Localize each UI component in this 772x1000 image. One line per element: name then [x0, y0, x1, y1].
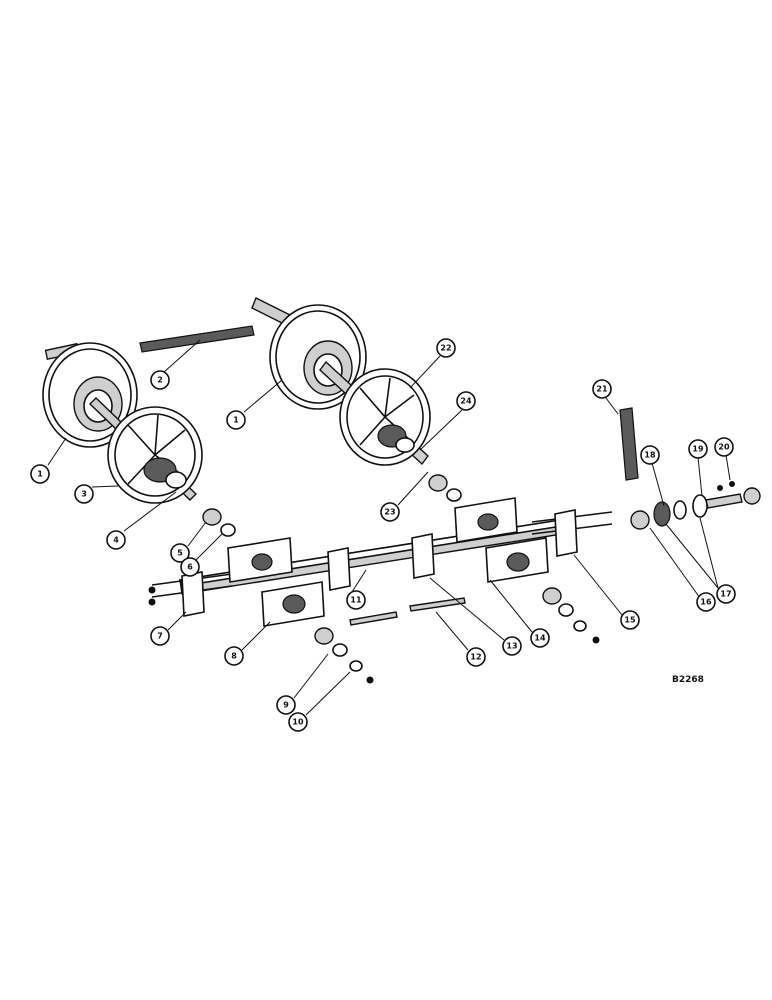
callout-10-label: 10 [292, 718, 304, 727]
callout-22: 22 [436, 338, 456, 358]
callout-8-label: 8 [231, 652, 237, 661]
callout-20: 20 [714, 437, 734, 457]
callout-3: 3 [74, 484, 94, 504]
callout-16-label: 16 [700, 598, 712, 607]
callout-19-label: 19 [692, 445, 704, 454]
callout-18-label: 18 [644, 451, 656, 460]
callout-20-label: 20 [718, 443, 730, 452]
callout-17: 17 [716, 584, 736, 604]
callout-21: 21 [592, 379, 612, 399]
callout-21-label: 21 [596, 385, 608, 394]
leader-lines [47, 339, 731, 716]
callout-11: 11 [346, 590, 366, 610]
callout-15-label: 15 [624, 616, 636, 625]
pin-part-12 [349, 597, 466, 626]
callout-23-label: 23 [384, 508, 395, 517]
washer-upper-right [446, 488, 462, 502]
lower-left-bushings [314, 627, 374, 684]
callout-4: 4 [106, 530, 126, 550]
callout-12: 12 [466, 647, 486, 667]
right-wheel-rim [339, 368, 431, 466]
callout-17-label: 17 [720, 590, 731, 599]
left-wheel-rim [107, 406, 203, 504]
callout-22-label: 22 [440, 344, 451, 353]
hub-assembly [630, 481, 761, 530]
callout-7: 7 [150, 626, 170, 646]
callout-3-label: 3 [81, 490, 87, 499]
callout-5: 5 [170, 543, 190, 563]
callout-9-label: 9 [283, 701, 289, 710]
bushing-part-5 [202, 508, 222, 526]
callout-12-label: 12 [470, 653, 481, 662]
callout-2-label: 2 [157, 376, 163, 385]
callout-4-label: 4 [113, 536, 119, 545]
callout-10: 10 [288, 712, 308, 732]
bushing-part-23 [428, 474, 448, 492]
callout-14: 14 [530, 628, 550, 648]
callout-13: 13 [502, 636, 522, 656]
callout-8: 8 [224, 646, 244, 666]
figure-code: B2268 [672, 675, 704, 685]
bearing-upper-left [227, 537, 293, 583]
callout-2: 2 [150, 370, 170, 390]
bearing-upper-right [454, 497, 518, 543]
clamp-part-13 [411, 533, 435, 579]
callout-15: 15 [620, 610, 640, 630]
callout-1a-label: 1 [37, 470, 43, 479]
callout-1b: 1 [226, 410, 246, 430]
callout-14-label: 14 [534, 634, 546, 643]
callout-24: 24 [456, 391, 476, 411]
callout-6: 6 [180, 557, 200, 577]
clamp-part-15 [554, 509, 578, 557]
callout-18: 18 [640, 445, 660, 465]
callout-19: 19 [688, 439, 708, 459]
callout-13-label: 13 [506, 642, 517, 651]
bearing-housing-part-14 [485, 537, 549, 583]
washer-part-6 [220, 523, 236, 537]
bearing-housing-part-8 [261, 581, 325, 627]
callout-7-label: 7 [157, 632, 163, 641]
cross-bar-part-2 [139, 325, 255, 353]
callout-1a: 1 [30, 464, 50, 484]
callout-5-label: 5 [177, 549, 183, 558]
clamp-part-11 [327, 547, 351, 591]
callout-24-label: 24 [460, 397, 472, 406]
callout-16: 16 [696, 592, 716, 612]
callout-23: 23 [380, 502, 400, 522]
bolt-part-21 [619, 407, 639, 481]
callout-11-label: 11 [350, 596, 362, 605]
callout-9: 9 [276, 695, 296, 715]
callout-6-label: 6 [187, 563, 193, 572]
lower-right-bushings [542, 587, 600, 644]
callout-1b-label: 1 [233, 416, 239, 425]
